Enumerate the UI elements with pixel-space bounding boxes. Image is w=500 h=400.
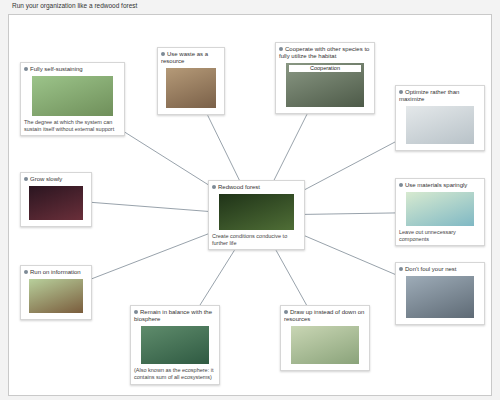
- connector-line: [305, 213, 395, 214]
- topic-box: Draw up instead of down on resources: [280, 305, 370, 371]
- illustration: [219, 194, 294, 230]
- bullet-dot: [212, 185, 216, 189]
- topic-text: Remain in balance with the biosphere: [134, 309, 212, 322]
- illustration: [32, 76, 113, 116]
- bullet-dot: [24, 270, 28, 274]
- topic-text: Optimize rather than maximize: [399, 89, 459, 102]
- topic-text: Fully self-sustaining: [30, 66, 83, 72]
- topic-box: Use materials sparinglyLeave out unneces…: [395, 178, 485, 246]
- connector-line: [200, 250, 234, 305]
- connector-line: [274, 114, 307, 180]
- topic-box: Cooperate with other species to fully ut…: [275, 42, 375, 114]
- topic-text: Don't foul your nest: [405, 266, 457, 272]
- topic-heading: Run on information: [24, 269, 88, 276]
- illustration: [291, 326, 360, 364]
- topic-heading: Optimize rather than maximize: [399, 89, 481, 103]
- bullet-dot: [399, 183, 403, 187]
- illustration: [406, 192, 475, 226]
- bullet-dot: [24, 177, 28, 181]
- topic-box: Use waste as a resource: [157, 47, 225, 115]
- topic-text: Grow slowly: [30, 176, 62, 182]
- connector-line: [305, 236, 395, 274]
- topic-note: (Also known as the ecosphere: it contain…: [134, 367, 216, 380]
- topic-box: Remain in balance with the biosphere (Als…: [130, 305, 220, 385]
- illustration: [406, 106, 475, 144]
- topic-box: Grow slowly: [20, 172, 92, 227]
- bullet-dot: [399, 90, 403, 94]
- bullet-dot: [24, 67, 28, 71]
- bullet-dot: [161, 52, 165, 56]
- topic-heading: Don't foul your nest: [399, 266, 481, 273]
- topic-heading: Fully self-sustaining: [24, 66, 121, 73]
- connector: [305, 142, 395, 190]
- topic-heading: Draw up instead of down on resources: [284, 309, 366, 323]
- topic-note: Create conditions conducive to further l…: [212, 233, 301, 246]
- bullet-dot: [399, 267, 403, 271]
- topic-heading: Use waste as a resource: [161, 51, 221, 65]
- illustration: [166, 68, 216, 108]
- topic-box: Fully self-sustainingThe degree at which…: [20, 62, 125, 136]
- topic-text: Use waste as a resource: [161, 51, 208, 64]
- connector-line: [92, 202, 208, 211]
- connector: [200, 250, 234, 305]
- topic-heading: Remain in balance with the biosphere: [134, 309, 216, 323]
- bullet-dot: [279, 47, 283, 51]
- connector: [276, 250, 306, 305]
- topic-box: Optimize rather than maximize: [395, 85, 485, 151]
- illustration: [406, 276, 475, 318]
- connector-line: [125, 132, 208, 184]
- illustration: [141, 326, 210, 364]
- topic-text: Run on information: [30, 269, 81, 275]
- illustration: [29, 186, 83, 220]
- picture-label: Cooperation: [289, 65, 360, 72]
- illustration: [29, 279, 83, 313]
- bullet-dot: [284, 310, 288, 314]
- bullet-dot: [134, 310, 138, 314]
- connector-line: [305, 142, 395, 190]
- diagram-title: Run your organization like a redwood for…: [12, 2, 137, 9]
- topic-box: Don't foul your nest: [395, 262, 485, 325]
- topic-text: Draw up instead of down on resources: [284, 309, 364, 322]
- topic-heading: Grow slowly: [24, 176, 88, 183]
- connector-line: [276, 250, 306, 305]
- connector-line: [208, 115, 240, 180]
- topic-box: Run on information: [20, 265, 92, 320]
- topic-note: The degree at which the system can susta…: [24, 119, 121, 132]
- connector: [208, 115, 240, 180]
- topic-note: Leave out unnecessary components: [399, 229, 481, 242]
- connector: [274, 114, 307, 180]
- topic-heading: Cooperate with other species to fully ut…: [279, 46, 371, 60]
- illustration: Cooperation: [286, 63, 363, 107]
- connector: [125, 132, 208, 184]
- topic-text: Use materials sparingly: [405, 182, 467, 188]
- topic-heading: Use materials sparingly: [399, 182, 481, 189]
- connector: [305, 213, 395, 214]
- topic-text: Cooperate with other species to fully ut…: [279, 46, 369, 59]
- connector: [305, 236, 395, 274]
- connector-line: [92, 234, 208, 279]
- connector: [92, 234, 208, 279]
- connector: [92, 202, 208, 211]
- topic-text: Redwood forest: [218, 184, 260, 190]
- topic-heading: Redwood forest: [212, 184, 301, 191]
- topic-box: Redwood forestCreate conditions conduciv…: [208, 180, 305, 250]
